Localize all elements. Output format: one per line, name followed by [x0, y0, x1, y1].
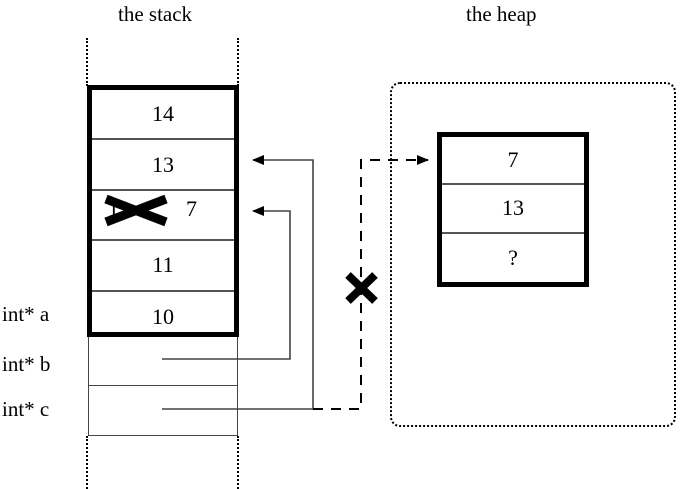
stack-guide-right-bottom — [237, 436, 239, 489]
stale-stack-value: 12 — [108, 196, 130, 221]
stack-cell-value: 13 — [152, 151, 174, 177]
heap-cell-value: 13 — [502, 195, 524, 221]
stack-cell: 13 — [92, 140, 234, 191]
heap-cell: ? — [442, 234, 584, 282]
variable-label-a: int* a — [2, 302, 50, 326]
heap-cell: 13 — [442, 185, 584, 234]
stack-slot-b — [89, 337, 237, 386]
stack-cell-value: 14 — [152, 101, 174, 127]
stack-guide-left-top — [86, 38, 88, 86]
variable-label-b: int* b — [2, 352, 51, 376]
stack-slot-c — [89, 386, 237, 435]
stack-cell-value: 11 — [152, 252, 174, 278]
stack-cell: 11 — [92, 241, 234, 292]
updated-stack-value: 7 — [186, 196, 197, 221]
stack-guide-right-top — [237, 38, 239, 86]
heap-cell: 7 — [442, 137, 584, 186]
stack-cell-value: 10 — [152, 303, 174, 329]
variable-label-c: int* c — [2, 397, 50, 421]
heap-cell-value: ? — [508, 244, 518, 270]
stack-variable-slots — [88, 337, 238, 436]
stack-title: the stack — [118, 2, 193, 26]
stack-guide-left-bottom — [86, 436, 88, 489]
stack-cell: 14 — [92, 90, 234, 141]
heap-array-block: 7 13 ? — [437, 132, 589, 287]
heap-title: the heap — [466, 2, 537, 26]
stack-cell: 10 — [92, 292, 234, 342]
x-mark-dangling-pointer — [345, 272, 378, 304]
heap-cell-value: 7 — [507, 147, 519, 173]
